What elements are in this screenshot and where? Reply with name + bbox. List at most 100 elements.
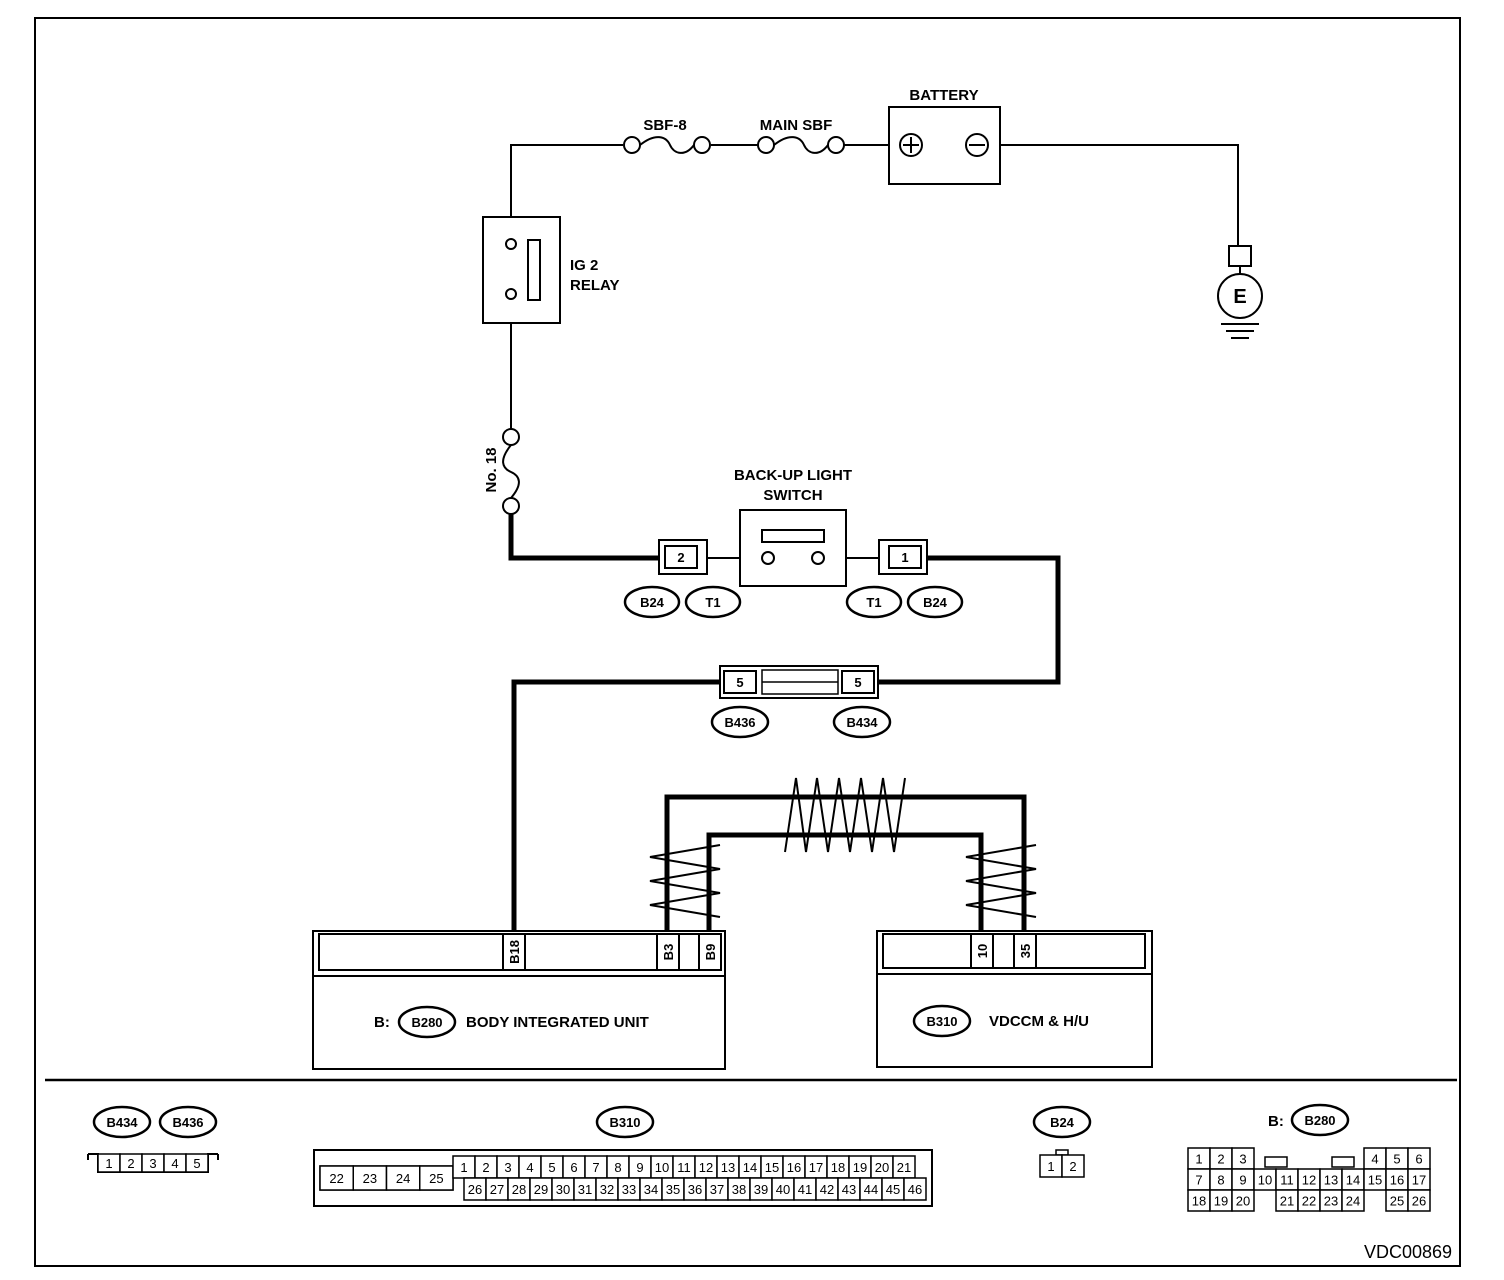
legend-b310-pin: 3 (504, 1160, 511, 1175)
legend-b280-pin: 15 (1368, 1173, 1382, 1188)
legend-b280-pin: 1 (1195, 1152, 1202, 1167)
legend-b280-pin: 25 (1390, 1194, 1404, 1209)
joint-pin-right: 5 (854, 675, 861, 690)
connector-oval-b24-right: B24 (906, 585, 964, 619)
legend-b310-pin: 28 (512, 1182, 526, 1197)
legend-b310-label: B310 (609, 1115, 640, 1130)
legend-b280-pin: 18 (1192, 1194, 1206, 1209)
legend-b310-pin: 7 (592, 1160, 599, 1175)
legend-b310-pin-box (903, 1177, 927, 1201)
legend-b280-pin: 5 (1393, 1152, 1400, 1167)
relay-label-line1: IG 2 (570, 257, 598, 274)
fuse-no18-label: No. 18 (483, 447, 500, 492)
svg-text:T1: T1 (866, 595, 881, 610)
fuse-main-sbf-label: MAIN SBF (760, 117, 833, 134)
biu-pin-b9: B9 (703, 944, 718, 961)
legend-b310-pin: 21 (897, 1160, 911, 1175)
legend-b310-pin: 6 (570, 1160, 577, 1175)
legend-b310-pin: 2 (482, 1160, 489, 1175)
legend-b280-pin: 6 (1415, 1152, 1422, 1167)
connector-oval-b280 (397, 1005, 457, 1039)
legend-b310-pin: 39 (754, 1182, 768, 1197)
legend-b310-pin: 10 (655, 1160, 669, 1175)
legend-b280-pin-box (1341, 1189, 1365, 1212)
legend-b436-label: B436 (172, 1115, 203, 1130)
legend-b310-pin: 1 (460, 1160, 467, 1175)
legend-b280-pin: 16 (1390, 1173, 1404, 1188)
twisted-pair-wiring (649, 777, 1037, 933)
legend-b310-pin: 4 (526, 1160, 533, 1175)
legend-b280-pin: 4 (1371, 1152, 1378, 1167)
vdccm-hu-unit: 10 35 B310 VDCCM & H/U (876, 930, 1153, 1068)
legend-b280-pin: 10 (1258, 1173, 1272, 1188)
joint-connector: 5 5 (719, 665, 879, 699)
legend-b434-pin: 2 (127, 1156, 134, 1171)
legend-b280-pin: 2 (1217, 1152, 1224, 1167)
legend-b310-pin: 34 (644, 1182, 658, 1197)
legend-b280-pin: 13 (1324, 1173, 1338, 1188)
legend-b280-pin: 24 (1346, 1194, 1360, 1209)
diagram-id: VDC00869 (1364, 1242, 1452, 1262)
legend-b280-pin: 21 (1280, 1194, 1294, 1209)
svg-text:B24: B24 (923, 595, 948, 610)
legend-b434-pin: 1 (105, 1156, 112, 1171)
legend-b310-pin: 24 (396, 1171, 410, 1186)
legend-b310-pin: 25 (429, 1171, 443, 1186)
legend-b310-pin: 29 (534, 1182, 548, 1197)
svg-text:B436: B436 (724, 715, 755, 730)
fuse-sbf8-label: SBF-8 (643, 117, 686, 134)
backup-light-switch: BACK-UP LIGHT SWITCH (734, 467, 852, 587)
legend-b434-label: B434 (106, 1115, 138, 1130)
legend-b310-pin: 5 (548, 1160, 555, 1175)
legend-b280-pin: 23 (1324, 1194, 1338, 1209)
svg-text:T1: T1 (705, 595, 720, 610)
legend-b310-pin: 41 (798, 1182, 812, 1197)
legend-b310-pin: 44 (864, 1182, 878, 1197)
legend-b280-pin: 3 (1239, 1152, 1246, 1167)
legend-b280-pin-box (1231, 1189, 1255, 1212)
legend-b434-pin-box (185, 1153, 209, 1173)
legend-b310-pin: 32 (600, 1182, 614, 1197)
legend-b310-pin: 31 (578, 1182, 592, 1197)
ground-e: E (1217, 245, 1263, 339)
legend-b310-pin: 43 (842, 1182, 856, 1197)
outer-frame (34, 17, 1461, 1267)
legend-b310-pin: 9 (636, 1160, 643, 1175)
connector-oval-b310 (912, 1004, 972, 1038)
switch-pin-1-label: 1 (901, 550, 908, 565)
relay-label-line2: RELAY (570, 277, 619, 294)
legend-b24-pin: 2 (1069, 1159, 1076, 1174)
legend-b310-pin: 22 (329, 1171, 343, 1186)
legend-b280-pin-box (1407, 1189, 1431, 1212)
svg-text:B434: B434 (846, 715, 878, 730)
connector-oval-t1-right: T1 (845, 585, 903, 619)
legend-b24-label: B24 (1050, 1115, 1075, 1130)
connector-oval-t1-left: T1 (684, 585, 742, 619)
legend-b280-pin: 17 (1412, 1173, 1426, 1188)
legend-b434-pin: 4 (171, 1156, 178, 1171)
biu-pin-b3: B3 (661, 944, 676, 961)
legend-b280-prefix: B: (1268, 1113, 1284, 1130)
legend-b24-pin-box (1061, 1154, 1085, 1178)
legend-b310-pin: 26 (468, 1182, 482, 1197)
vdc-pin-10: 10 (975, 944, 990, 958)
legend-b310-pin: 23 (363, 1171, 377, 1186)
power-feed-wiring (510, 144, 1239, 520)
legend-b280-pin: 20 (1236, 1194, 1250, 1209)
switch-pin-2: 2 (658, 539, 708, 575)
legend-b310-pin: 30 (556, 1182, 570, 1197)
switch-label-line2: SWITCH (763, 487, 822, 504)
battery: BATTERY (888, 87, 1001, 185)
legend-b310-pin: 14 (743, 1160, 757, 1175)
legend-b310-pin: 20 (875, 1160, 889, 1175)
legend-b310-pin: 15 (765, 1160, 779, 1175)
connector-oval-b434: B434 (832, 705, 892, 739)
legend-b310-pin: 46 (908, 1182, 922, 1197)
biu-prefix: B: (374, 1014, 390, 1031)
legend-b310-pin-box (319, 1165, 354, 1191)
